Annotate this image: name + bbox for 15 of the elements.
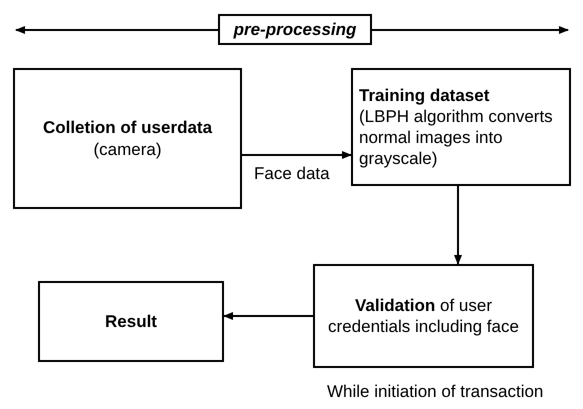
box-text: (camera) (93, 138, 162, 160)
process-box (351, 68, 571, 186)
box-text: Result (105, 310, 157, 332)
arrow (223, 312, 313, 320)
process-box (13, 68, 242, 209)
arrow (454, 186, 462, 265)
box-heading: Training dataset (359, 84, 490, 106)
box-heading: Colletion of userdata (42, 117, 212, 138)
process-box (313, 264, 534, 368)
process-box (38, 281, 224, 362)
arrow (242, 151, 352, 159)
box-text: Validation of user credentials including face (327, 294, 520, 338)
stage-box (218, 14, 372, 45)
box-text: pre-processing (234, 18, 356, 40)
box-text: (LBPH algorithm converts normal images into grayscale) (359, 106, 554, 170)
